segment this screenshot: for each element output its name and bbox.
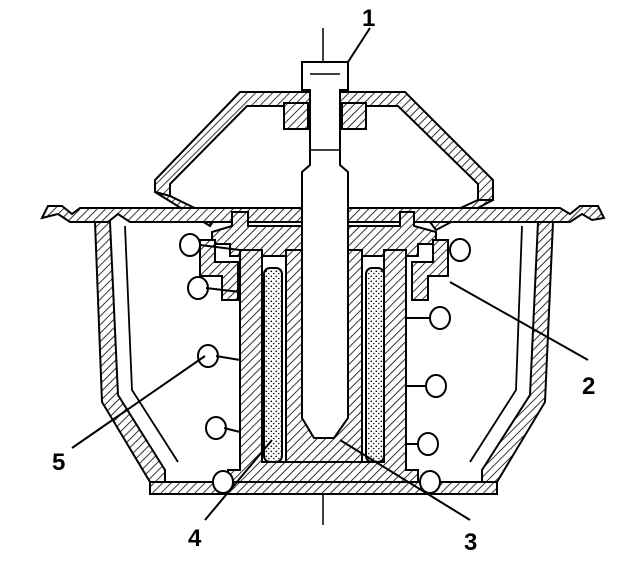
wax-pellet-left <box>263 267 283 463</box>
spring-left <box>179 233 241 494</box>
wax-cup-housing <box>227 249 419 483</box>
leader-4 <box>204 439 273 521</box>
piston-pin <box>301 61 349 439</box>
callout-label-5: 5 <box>52 449 65 476</box>
leader-5 <box>71 355 206 449</box>
inner-cage-outline <box>124 225 523 463</box>
callout-label-4: 4 <box>188 525 202 552</box>
spring-right <box>406 238 471 494</box>
callout-label-3: 3 <box>464 529 477 556</box>
leader-1 <box>347 27 371 63</box>
cage-bottom <box>149 481 498 495</box>
left-top-boss <box>283 102 309 130</box>
callout-label-1: 1 <box>362 5 375 32</box>
right-lug <box>411 239 449 301</box>
wax-pellet-right <box>365 267 385 463</box>
leader-2 <box>449 281 589 361</box>
callout-leaders <box>71 27 589 521</box>
cage-right-wall <box>481 221 555 483</box>
callout-label-2: 2 <box>582 373 595 400</box>
leader-3 <box>339 439 471 521</box>
cage-left-wall <box>93 221 166 483</box>
right-top-boss <box>341 102 367 130</box>
